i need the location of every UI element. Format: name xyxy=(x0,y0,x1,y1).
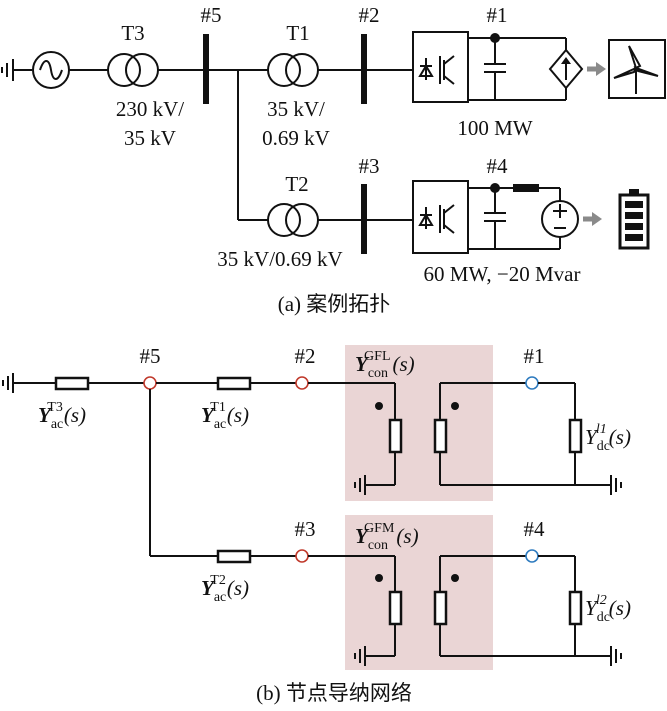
t1-rating-line2: 0.69 kV xyxy=(262,126,330,150)
y-dc-l2-label: Ydcl2(s) xyxy=(585,593,631,625)
t3-rating-line2: 35 kV xyxy=(124,126,176,150)
inductor-icon xyxy=(513,184,539,192)
gfm-converter-region xyxy=(345,515,493,670)
impedance-t3 xyxy=(54,376,90,391)
ground-dc-l1-icon xyxy=(610,475,622,495)
impedance-t1 xyxy=(216,376,252,391)
node-3 xyxy=(295,549,309,563)
transformer-t2-icon xyxy=(267,203,319,237)
bus-4-label: #4 xyxy=(487,154,509,178)
impedance-t2 xyxy=(216,549,252,564)
y-con-gfl-label: YconGFL(s) xyxy=(355,349,415,381)
ac-source-icon xyxy=(32,51,70,89)
voltage-source-icon xyxy=(541,200,579,249)
y-ac-t1-label: YacT1(s) xyxy=(201,400,249,432)
node-1 xyxy=(525,376,539,390)
bus-1-label: #1 xyxy=(487,3,508,27)
node-1-label: #1 xyxy=(524,344,545,368)
bus-5-label: #5 xyxy=(201,3,222,27)
bus-2-label: #2 xyxy=(359,3,380,27)
node-3-label: #3 xyxy=(295,517,316,541)
polarity-dot-gfl-right xyxy=(451,402,459,410)
ground-gfl-icon xyxy=(354,475,366,495)
admittance-network-diagram: #5 #2 YacT3(s) YacT1(s) YconGFL(s) xyxy=(2,344,631,705)
caption-a: (a) 案例拓扑 xyxy=(278,292,391,316)
impedance-gfl-left xyxy=(388,418,403,454)
polarity-dot-gfl-left xyxy=(375,402,383,410)
impedance-gfm-right xyxy=(433,590,448,626)
y-dc-l1-label: Ydcl1(s) xyxy=(585,422,631,454)
t1-rating-line1: 35 kV/ xyxy=(267,97,325,121)
transformer-t1-label: T1 xyxy=(286,21,309,45)
wind-power-label: 100 MW xyxy=(457,116,532,140)
current-source-icon xyxy=(548,38,584,100)
topology-diagram: T3 230 kV/ 35 kV #5 T1 35 kV/ 0.69 kV #2 xyxy=(1,3,666,316)
impedance-dc-l2 xyxy=(568,590,583,626)
bus-3-label: #3 xyxy=(359,154,380,178)
arrow-to-wind-icon xyxy=(587,62,606,76)
converter-gfm-icon xyxy=(412,180,469,254)
node-4-label: #4 xyxy=(524,517,546,541)
transformer-t3-icon xyxy=(107,53,159,87)
transformer-t2-label: T2 xyxy=(285,172,308,196)
node-5-label: #5 xyxy=(140,344,161,368)
gfl-converter-region xyxy=(345,345,493,501)
wind-turbine-icon xyxy=(608,39,666,99)
ground-dc-l2-icon xyxy=(610,646,622,666)
t3-rating-line1: 230 kV/ xyxy=(116,97,184,121)
ground-gfm-icon xyxy=(354,646,366,666)
ground-symbol-top xyxy=(1,59,32,81)
transformer-t1-icon xyxy=(267,53,319,87)
converter-gfl-icon xyxy=(412,31,469,103)
impedance-gfm-left xyxy=(388,590,403,626)
y-ac-t2-label: YacT2(s) xyxy=(201,573,249,605)
caption-b: (b) 节点导纳网络 xyxy=(256,681,412,705)
node-2 xyxy=(295,376,309,390)
polarity-dot-gfm-left xyxy=(375,574,383,582)
t2-rating-label: 35 kV/0.69 kV xyxy=(217,247,342,271)
transformer-t3-label: T3 xyxy=(121,21,144,45)
storage-power-label: 60 MW, −20 Mvar xyxy=(424,262,581,286)
node-5 xyxy=(143,376,157,390)
arrow-to-battery-icon xyxy=(583,212,602,226)
impedance-dc-l1 xyxy=(568,418,583,454)
y-ac-t3-label: YacT3(s) xyxy=(38,400,86,432)
ground-symbol-bottom xyxy=(2,373,56,393)
y-con-gfm-label: YconGFM(s) xyxy=(355,521,419,553)
node-4 xyxy=(525,549,539,563)
polarity-dot-gfm-right xyxy=(451,574,459,582)
battery-icon xyxy=(618,189,650,250)
node-2-label: #2 xyxy=(295,344,316,368)
impedance-gfl-right xyxy=(433,418,448,454)
